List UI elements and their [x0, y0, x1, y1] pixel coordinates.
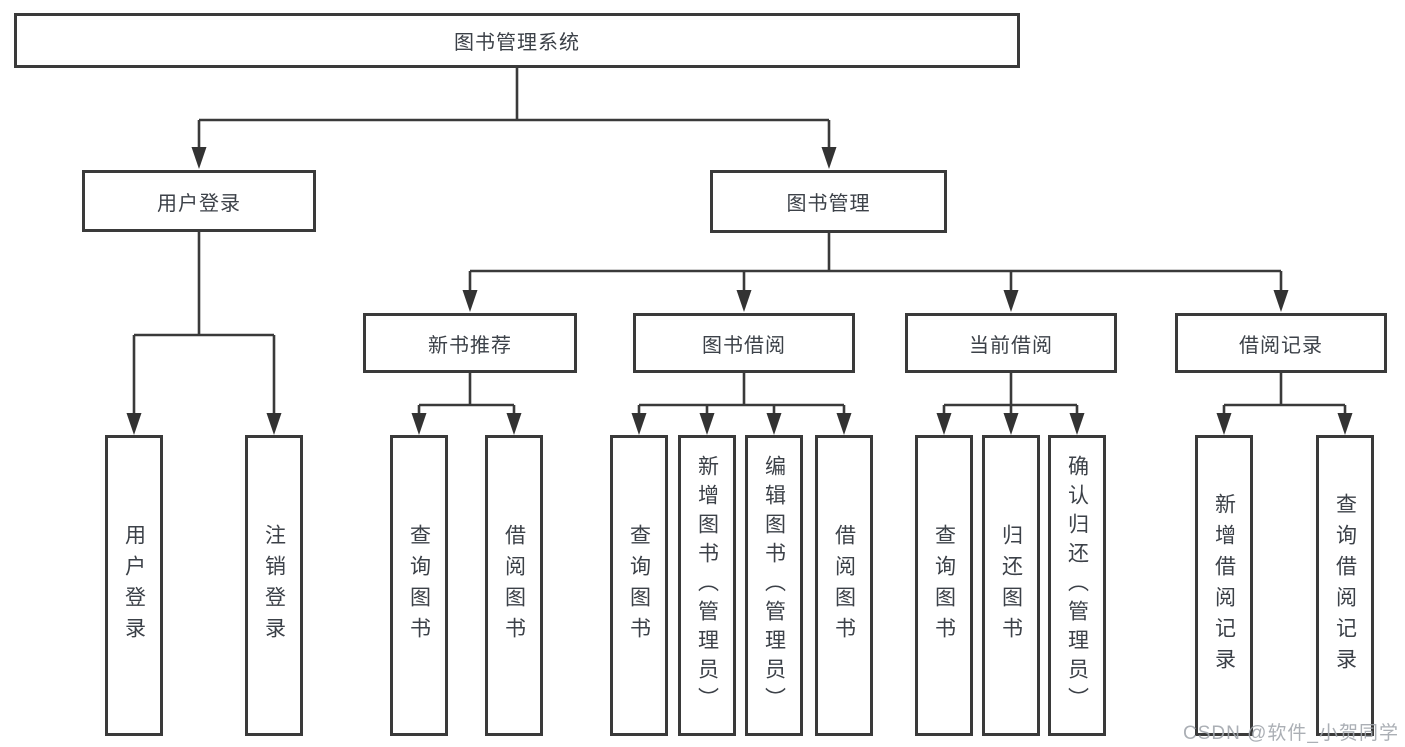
leaf-query-books-3-label: 查询图书: [932, 523, 956, 648]
connector-root: [191, 68, 837, 169]
node-book-borrow-label: 图书借阅: [702, 334, 786, 357]
connector-current-borrow: [936, 373, 1085, 435]
leaf-user-login: 用户登录: [105, 435, 163, 736]
leaf-user-login-label: 用户登录: [122, 523, 146, 648]
leaf-return-books: 归还图书: [982, 435, 1040, 736]
leaf-query-books-2-label: 查询图书: [627, 523, 651, 648]
leaf-query-borrow-record-label: 查询借阅记录: [1333, 492, 1357, 679]
node-current-borrow-label: 当前借阅: [969, 334, 1053, 357]
leaf-edit-books-admin-label: 编辑图书（管理员）: [762, 455, 786, 716]
connector-user-login: [126, 232, 282, 435]
node-book-borrow: 图书借阅: [633, 313, 855, 373]
connector-book-management: [462, 233, 1289, 312]
leaf-borrow-books-1-label: 借阅图书: [502, 523, 526, 648]
leaf-logout: 注销登录: [245, 435, 303, 736]
node-root: 图书管理系统: [14, 13, 1020, 68]
leaf-logout-label: 注销登录: [262, 523, 286, 648]
connector-new-book-recommend: [411, 373, 522, 435]
connector-book-borrow: [631, 373, 852, 435]
leaf-add-books-admin-label: 新增图书（管理员）: [695, 455, 719, 716]
node-root-label: 图书管理系统: [454, 32, 580, 54]
leaf-query-books-1: 查询图书: [390, 435, 448, 736]
leaf-add-borrow-record-label: 新增借阅记录: [1212, 492, 1236, 679]
leaf-query-books-3: 查询图书: [915, 435, 973, 736]
node-user-login: 用户登录: [82, 170, 316, 232]
node-borrow-records: 借阅记录: [1175, 313, 1387, 373]
leaf-query-books-2: 查询图书: [610, 435, 668, 736]
leaf-add-books-admin: 新增图书（管理员）: [678, 435, 736, 736]
node-new-book-recommend-label: 新书推荐: [428, 334, 512, 357]
leaf-query-books-1-label: 查询图书: [407, 523, 431, 648]
node-borrow-records-label: 借阅记录: [1239, 334, 1323, 357]
node-book-management-label: 图书管理: [786, 193, 871, 215]
leaf-borrow-books-1: 借阅图书: [485, 435, 543, 736]
node-user-login-label: 用户登录: [157, 192, 241, 215]
node-book-management: 图书管理: [710, 170, 947, 233]
leaf-edit-books-admin: 编辑图书（管理员）: [745, 435, 803, 736]
csdn-watermark: CSDN @软件_小贺同学: [1183, 723, 1399, 744]
leaf-confirm-return-admin-label: 确认归还（管理员）: [1065, 455, 1089, 716]
node-new-book-recommend: 新书推荐: [363, 313, 577, 373]
leaf-confirm-return-admin: 确认归还（管理员）: [1048, 435, 1106, 736]
leaf-add-borrow-record: 新增借阅记录: [1195, 435, 1253, 736]
leaf-return-books-label: 归还图书: [999, 523, 1023, 648]
leaf-borrow-books-2-label: 借阅图书: [832, 523, 856, 648]
leaf-query-borrow-record: 查询借阅记录: [1316, 435, 1374, 736]
connector-borrow-records: [1216, 373, 1353, 435]
leaf-borrow-books-2: 借阅图书: [815, 435, 873, 736]
node-current-borrow: 当前借阅: [905, 313, 1117, 373]
